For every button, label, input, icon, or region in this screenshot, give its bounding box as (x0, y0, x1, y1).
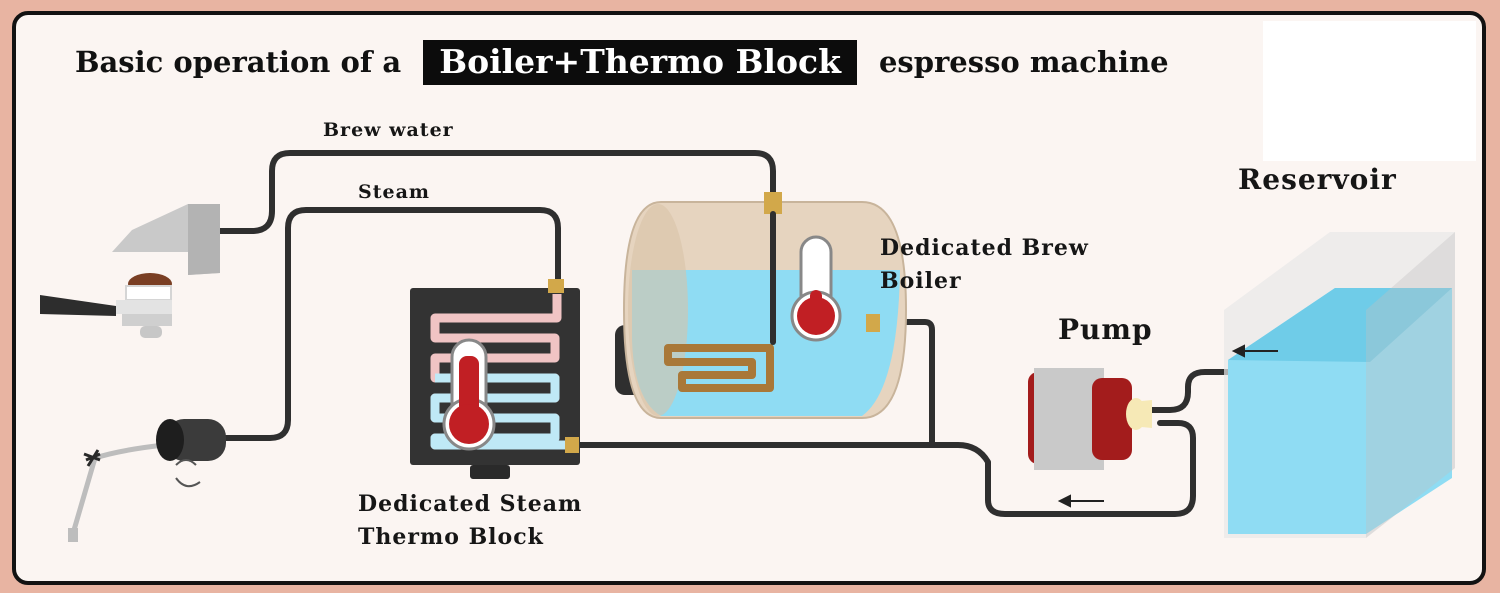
boiler-thermometer-icon (790, 235, 842, 342)
thermo-block-foot (470, 465, 510, 479)
thermo-label-line2: Thermo Block (358, 524, 544, 550)
thermo-block-thermometer-icon (442, 338, 496, 451)
thermo-outlet-fitting (565, 437, 579, 453)
steam-wand-coil (83, 449, 101, 467)
pump-label: Pump (1058, 313, 1153, 346)
reservoir-icon (1224, 232, 1455, 538)
portafilter-icon (116, 300, 172, 314)
portafilter-handle-icon (40, 295, 116, 316)
brew-water-label: Brew water (323, 119, 454, 141)
thermo-label-line1: Dedicated Steam (358, 491, 583, 517)
boiler-outlet-pipe (876, 319, 935, 448)
flow-arrow-icon-2 (1057, 494, 1104, 508)
boiler-label-line2: Boiler (880, 268, 962, 294)
title-highlight: Boiler+Thermo Block (423, 39, 857, 85)
steam-knob-icon (156, 419, 226, 461)
blank-patch (1263, 21, 1476, 161)
portafilter-basket-icon (125, 285, 172, 301)
steam-pipe (214, 207, 561, 441)
rotate-arrows-icon (175, 459, 201, 488)
title-prefix: Basic operation of a (75, 45, 402, 79)
group-head-shade (188, 204, 220, 275)
brew-water-pipe (214, 150, 776, 345)
boiler-label-line1: Dedicated Brew (880, 235, 1089, 261)
brew-water-fitting (764, 192, 782, 214)
page-title: Basic operation of a Boiler+Thermo Block… (75, 36, 1169, 88)
reservoir-label: Reservoir (1238, 163, 1397, 196)
steam-label: Steam (358, 181, 431, 203)
steam-fitting (548, 279, 564, 293)
boiler-outlet-fitting (866, 314, 880, 332)
portafilter-spout (122, 314, 172, 326)
heating-element-icon (664, 344, 774, 392)
pump-icon (1028, 368, 1152, 470)
return-pipe-main (569, 420, 1196, 517)
title-suffix: espresso machine (878, 45, 1169, 79)
flow-arrow-icon (1231, 344, 1278, 358)
